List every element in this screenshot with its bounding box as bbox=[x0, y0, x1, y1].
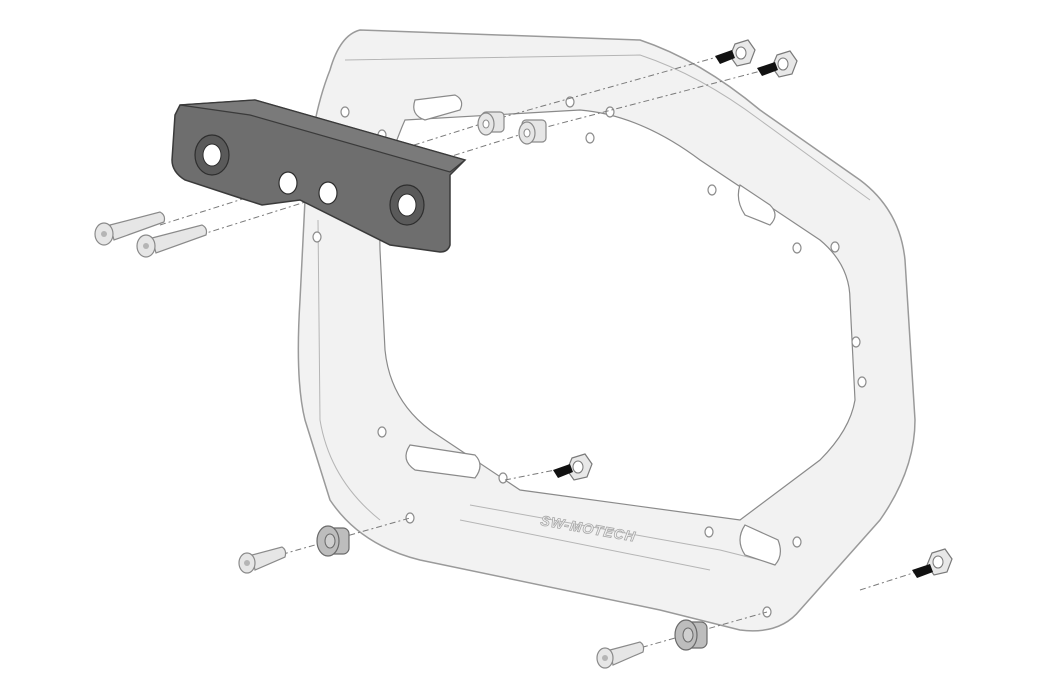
insert-arrow-icon bbox=[757, 62, 778, 76]
bolt bbox=[94, 211, 166, 246]
insert-arrow-icon bbox=[715, 50, 735, 64]
spacer bbox=[316, 525, 350, 557]
spacer bbox=[674, 619, 708, 651]
hex-nut bbox=[757, 50, 798, 78]
insert-arrow-icon bbox=[553, 464, 573, 478]
bolt bbox=[136, 224, 208, 258]
bolt bbox=[596, 641, 645, 669]
hex-nut bbox=[912, 548, 953, 578]
hex-nut bbox=[715, 39, 756, 67]
side-carrier-frame: SW-MOTECH bbox=[297, 29, 916, 632]
insert-arrow-icon bbox=[912, 564, 933, 578]
spacer bbox=[518, 119, 547, 145]
adapter-bracket bbox=[171, 99, 467, 253]
bolt bbox=[238, 546, 287, 574]
hex-nut bbox=[553, 453, 593, 481]
spacer bbox=[477, 111, 505, 136]
